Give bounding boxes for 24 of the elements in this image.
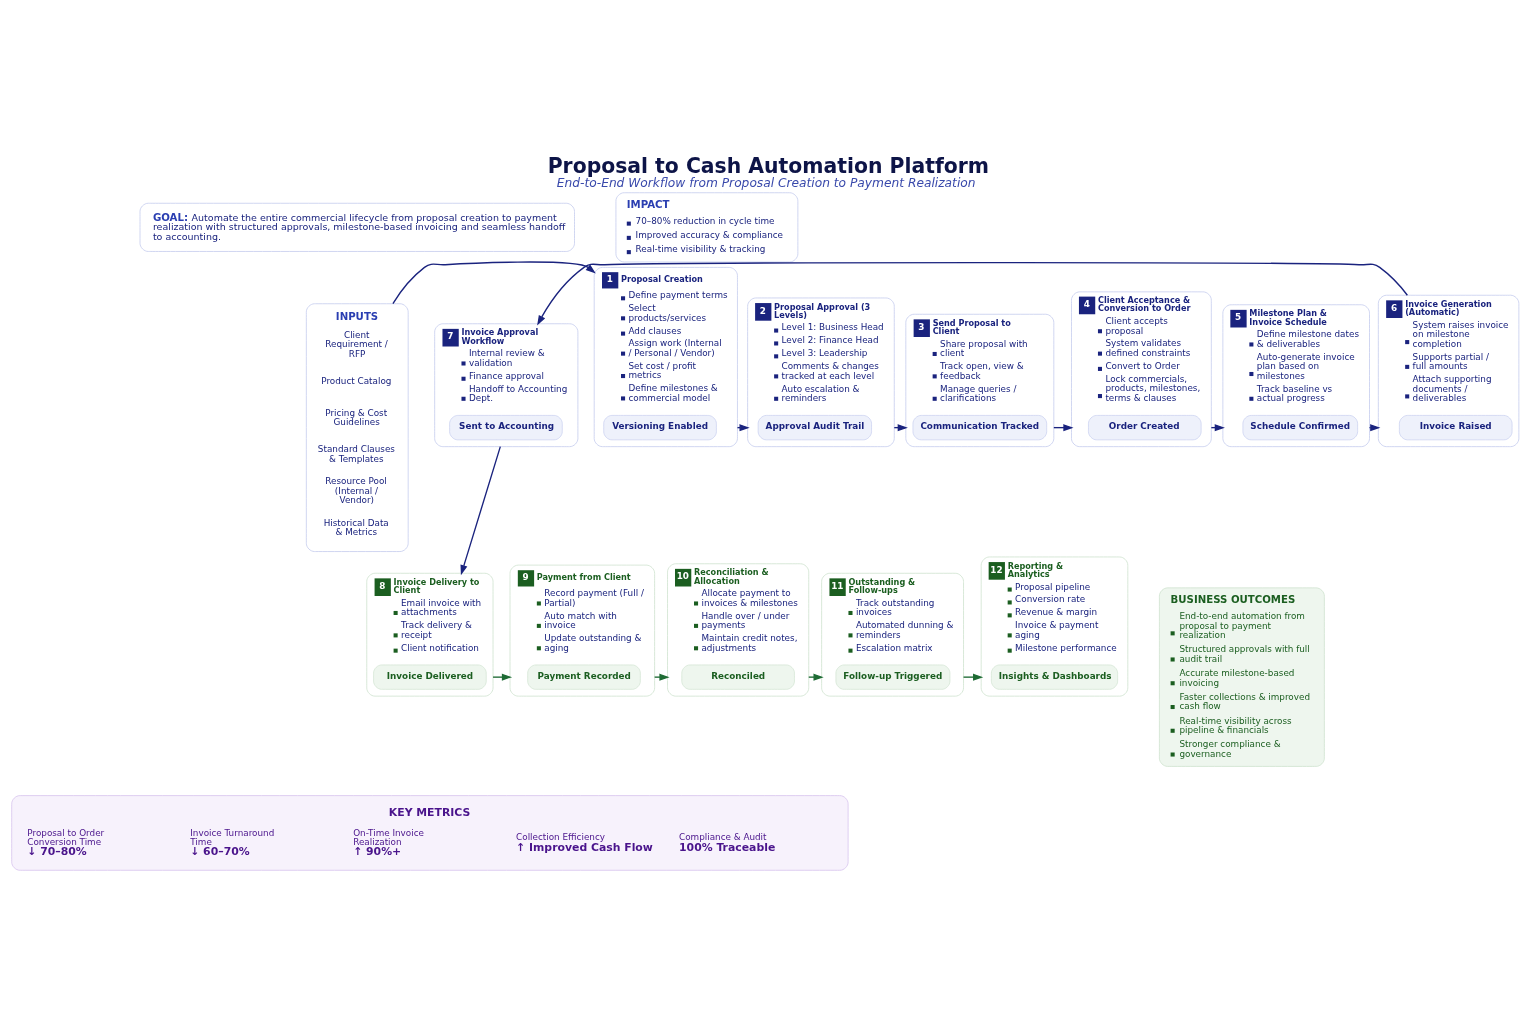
node-box: INPUTS Client Requirement / RFP Product Catalog Pricing & Cost Guidelines Standard Clauses & Templates Resource Pool (Internal / Vendor) Historical Data & Metrics bbox=[305, 302, 409, 552]
node-box: KEY METRICS Proposal to Order Conversion Time ↓ 70–80% Invoice Turnaround Time ↓ 60–70% On-Time Invoice Realization ↑ 90%+ Collection Efficiency ↑ Improved Cash Flow Compliance & Audit 100% Traceable bbox=[11, 794, 849, 871]
arrow bbox=[808, 673, 824, 681]
node-box: IMPACT 70–80% reduction in cycle time Improved accuracy & compliance Real-time visibility & tracking bbox=[615, 191, 799, 262]
node-box: Invoice Raised bbox=[1399, 414, 1513, 440]
arrow bbox=[392, 260, 596, 304]
diagram-title: Proposal to Cash Automation Platform bbox=[547, 153, 989, 178]
arrow bbox=[962, 673, 984, 681]
arrow bbox=[460, 445, 501, 575]
node-box: Schedule Confirmed bbox=[1242, 414, 1358, 440]
arrow bbox=[653, 673, 670, 681]
node-box: GOAL: Automate the entire commercial lifecycle from proposal creation to payment realization with structured approvals, milestone-based invoicing and seamless handoff to accounting. bbox=[139, 202, 575, 252]
arrow bbox=[492, 673, 513, 681]
node-box: Payment Recorded bbox=[527, 664, 641, 690]
node-box: Order Created bbox=[1088, 414, 1202, 440]
node-box: BUSINESS OUTCOMES End-to-end automation from proposal to payment realization Structured approvals with full audit trail Accurate milestone-based invoicing Faster collections & improved cash flow Real-time visibility across pipeline & financials Stronger compliance & governance bbox=[1159, 586, 1325, 767]
node-box: Insights & Dashboards bbox=[991, 664, 1118, 690]
node-box: Reconciled bbox=[681, 664, 795, 690]
node-box: Invoice Delivered bbox=[373, 664, 487, 690]
node-box: Approval Audit Trail bbox=[757, 414, 872, 440]
node-box: Sent to Accounting bbox=[449, 414, 563, 440]
node-box: Follow-up Triggered bbox=[835, 664, 951, 690]
node-box: Communication Tracked bbox=[912, 414, 1048, 440]
node-box: Versioning Enabled bbox=[603, 414, 717, 440]
